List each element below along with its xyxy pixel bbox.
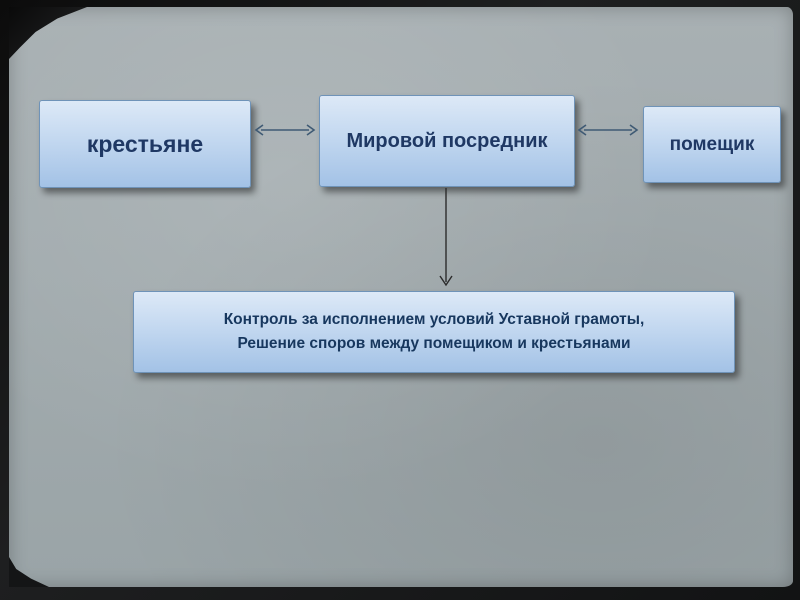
box-mediator-functions: Контроль за исполнением условий Уставной… <box>133 291 735 373</box>
box-mediator: Мировой посредник <box>319 95 575 187</box>
torn-corner-top-left <box>9 7 87 59</box>
box-peasants: крестьяне <box>39 100 251 188</box>
functions-line-1: Контроль за исполнением условий Уставной… <box>223 310 645 328</box>
box-landlord-label: помещик <box>669 133 755 155</box>
torn-corner-bottom-left <box>9 557 49 587</box>
arrow-mediator-functions-icon <box>439 188 453 287</box>
double-arrow-peasants-mediator-icon <box>254 124 316 136</box>
double-arrow-mediator-landlord-icon <box>577 124 639 136</box>
box-landlord: помещик <box>643 106 781 183</box>
box-peasants-label: крестьяне <box>86 130 204 157</box>
box-mediator-label: Мировой посредник <box>346 129 548 152</box>
functions-line-2: Решение споров между помещиком и крестья… <box>237 335 631 352</box>
slide-background: крестьяне Мировой посредник помещик Конт <box>9 7 793 587</box>
